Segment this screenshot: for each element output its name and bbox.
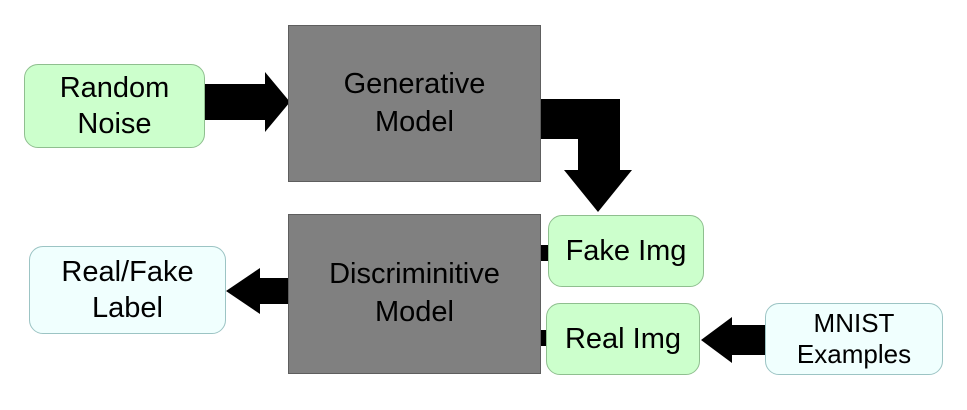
mnist-examples-node: MNIST Examples [765, 303, 943, 375]
random-noise-node: Random Noise [24, 64, 205, 148]
arrow-generator-to-fake-img [541, 99, 632, 212]
real-fake-label-node: Real/Fake Label [29, 246, 226, 334]
generative-model-node: Generative Model [288, 25, 541, 182]
fake-img-node: Fake Img [548, 215, 704, 287]
real-img-node: Real Img [546, 303, 700, 375]
arrow-noise-to-generator [205, 72, 290, 132]
discriminitive-model-node: Discriminitive Model [288, 214, 541, 374]
arrow-discriminator-to-label [226, 268, 288, 314]
arrow-mnist-to-real-img [701, 317, 766, 363]
